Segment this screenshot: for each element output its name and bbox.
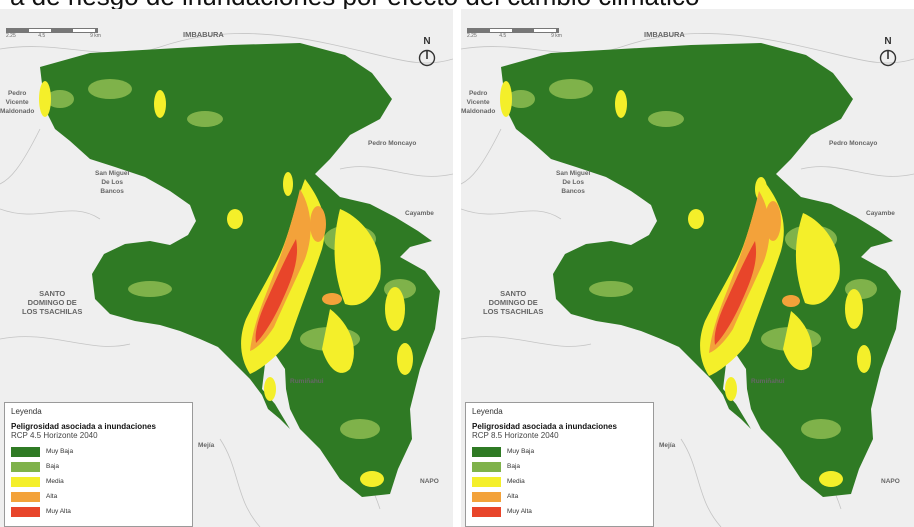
page-title: a de riesgo de inundaciones por efecto d… bbox=[0, 0, 914, 9]
scale-bar: 2.25 4.5 9 km bbox=[467, 28, 562, 39]
legend: Leyenda Peligrosidad asociada a inundaci… bbox=[465, 402, 654, 527]
page-title-text: a de riesgo de inundaciones por efecto d… bbox=[10, 0, 699, 9]
flood-hazard-map bbox=[461, 33, 914, 527]
legend-item: Baja bbox=[11, 459, 186, 474]
label-pedro-vicente: Pedro Vicente Maldonado bbox=[461, 90, 496, 115]
label-ruminahui: Rumiñahui bbox=[290, 378, 324, 385]
label-pedro-vicente: Pedro Vicente Maldonado bbox=[0, 90, 35, 115]
label-pedro-moncayo: Pedro Moncayo bbox=[829, 140, 878, 147]
north-arrow: N bbox=[414, 37, 440, 71]
map-panel-rcp85: IMBABURA Pedro Vicente Maldonado Pedro M… bbox=[461, 9, 914, 527]
legend-item: Baja bbox=[472, 459, 647, 474]
legend-item: Alta bbox=[11, 489, 186, 504]
north-arrow: N bbox=[875, 37, 901, 71]
label-mejia: Mejía bbox=[659, 442, 676, 449]
territory-muy-baja bbox=[501, 43, 901, 497]
legend-subtitle: RCP 4.5 Horizonte 2040 bbox=[11, 431, 98, 440]
label-napo: NAPO bbox=[881, 478, 900, 485]
label-ruminahui: Rumiñahui bbox=[751, 378, 785, 385]
label-imbabura: IMBABURA bbox=[183, 30, 224, 39]
legend-item: Alta bbox=[472, 489, 647, 504]
legend-item: Muy Baja bbox=[11, 444, 186, 459]
north-arrow-icon bbox=[418, 49, 436, 67]
legend-title: Peligrosidad asociada a inundaciones bbox=[11, 422, 156, 431]
label-napo: NAPO bbox=[420, 478, 439, 485]
legend-heading: Leyenda bbox=[472, 407, 503, 416]
legend-item: Muy Baja bbox=[472, 444, 647, 459]
flood-hazard-map bbox=[0, 33, 453, 527]
legend-subtitle: RCP 8.5 Horizonte 2040 bbox=[472, 431, 559, 440]
hazard-muy-alta-corridor bbox=[255, 239, 298, 343]
territory-muy-baja bbox=[40, 43, 440, 497]
legend-title: Peligrosidad asociada a inundaciones bbox=[472, 422, 617, 431]
label-cayambe: Cayambe bbox=[866, 210, 895, 217]
north-label: N bbox=[884, 36, 892, 47]
legend-item: Muy Alta bbox=[472, 504, 647, 519]
map-panel-rcp45: IMBABURA Pedro Vicente Maldonado Pedro M… bbox=[0, 9, 453, 527]
label-santo-domingo: SANTO DOMINGO DE LOS TSACHILAS bbox=[22, 289, 83, 316]
label-san-miguel: San Miguel De Los Bancos bbox=[95, 170, 130, 195]
label-pedro-moncayo: Pedro Moncayo bbox=[368, 140, 417, 147]
legend-item: Media bbox=[11, 474, 186, 489]
legend-heading: Leyenda bbox=[11, 407, 42, 416]
scale-bar: 2.25 4.5 9 km bbox=[6, 28, 101, 39]
label-cayambe: Cayambe bbox=[405, 210, 434, 217]
north-arrow-icon bbox=[879, 49, 897, 67]
legend: Leyenda Peligrosidad asociada a inundaci… bbox=[4, 402, 193, 527]
label-santo-domingo: SANTO DOMINGO DE LOS TSACHILAS bbox=[483, 289, 544, 316]
legend-item: Media bbox=[472, 474, 647, 489]
label-mejia: Mejía bbox=[198, 442, 215, 449]
label-san-miguel: San Miguel De Los Bancos bbox=[556, 170, 591, 195]
label-imbabura: IMBABURA bbox=[644, 30, 685, 39]
north-label: N bbox=[423, 36, 431, 47]
legend-item: Muy Alta bbox=[11, 504, 186, 519]
hazard-muy-alta-corridor bbox=[714, 241, 757, 345]
